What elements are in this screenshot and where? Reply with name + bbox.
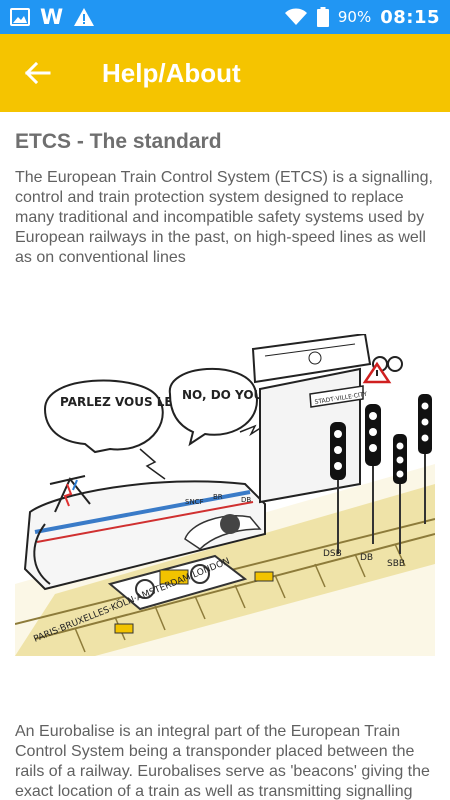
wifi-icon bbox=[284, 8, 308, 26]
arrow-left-icon bbox=[25, 62, 51, 84]
help-content[interactable]: ETCS - The standard The European Train C… bbox=[0, 112, 450, 800]
status-bar: W 90% 08:15 bbox=[0, 0, 450, 34]
app-bar: Help/About bbox=[0, 34, 450, 112]
battery-icon bbox=[316, 7, 329, 27]
bubble-right-text: NO, DO YOU ? bbox=[182, 388, 274, 402]
box-label-sncf: SNCF bbox=[185, 498, 204, 506]
box-label-br: BR bbox=[213, 493, 223, 501]
signal-label-sbb: SBB bbox=[387, 559, 405, 569]
section-heading: ETCS - The standard bbox=[15, 130, 222, 153]
signal-label-dsb: DSB bbox=[323, 549, 342, 559]
warning-icon bbox=[73, 7, 95, 27]
svg-text:NO, DO YOU ?: NO, DO YOU ? bbox=[182, 388, 274, 402]
clock: 08:15 bbox=[380, 6, 440, 28]
eurobalise-paragraph: An Eurobalise is an integral part of the… bbox=[15, 723, 430, 800]
signal-label-db: DB bbox=[360, 553, 373, 563]
back-button[interactable] bbox=[0, 34, 76, 112]
battery-percent: 90% bbox=[337, 8, 372, 26]
image-icon bbox=[10, 8, 30, 26]
etcs-illustration: SNCF BR DB PARIS·BRUXELLES·KÖLN·AMSTERDA… bbox=[15, 334, 435, 656]
box-label-db: DB bbox=[241, 496, 251, 504]
page-title: Help/About bbox=[102, 57, 241, 88]
etcs-paragraph: The European Train Control System (ETCS)… bbox=[15, 169, 433, 266]
w-app-icon: W bbox=[40, 4, 64, 29]
